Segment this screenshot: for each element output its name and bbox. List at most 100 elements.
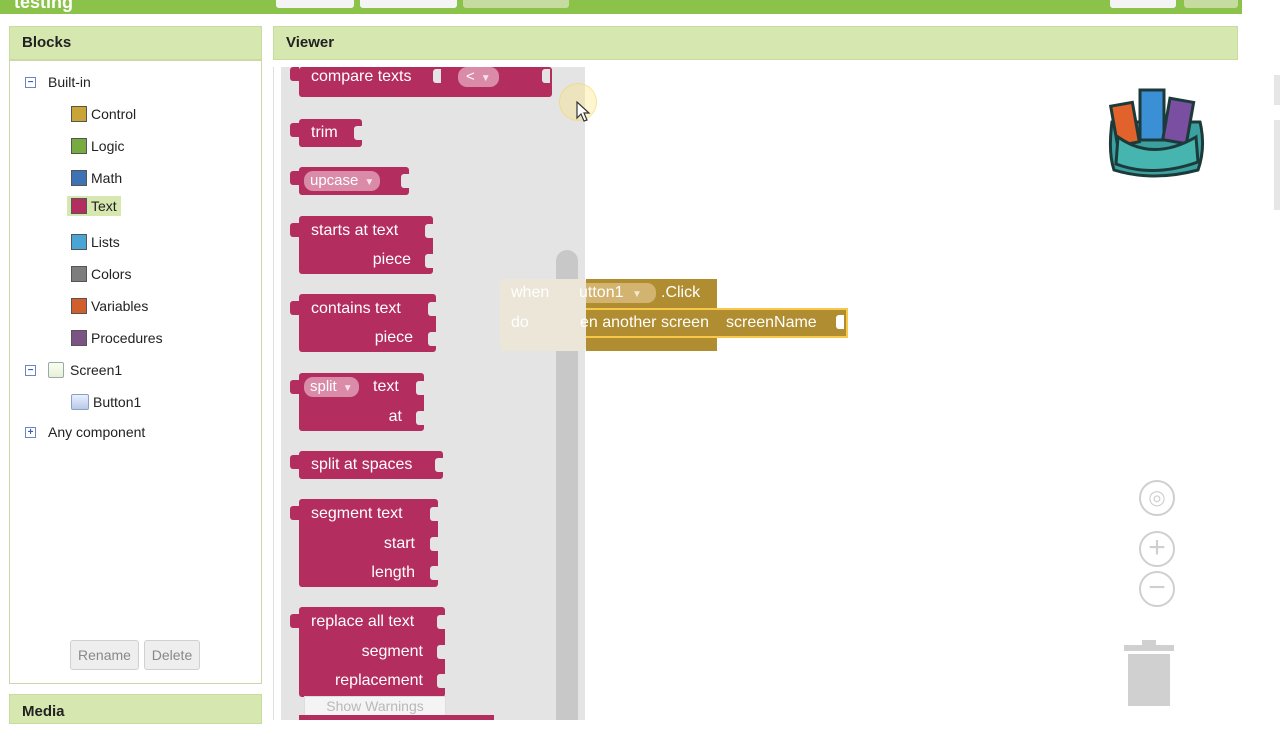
event-when-label: when — [511, 284, 550, 301]
tree-item-control[interactable]: Control — [71, 106, 136, 122]
tree-item-label: Text — [91, 198, 117, 214]
media-panel-header: Media — [9, 694, 262, 724]
app-title: testing — [14, 0, 74, 12]
delete-button[interactable]: Delete — [144, 640, 200, 670]
split-dropdown[interactable]: split▼ — [304, 377, 359, 397]
tree-item-procedures[interactable]: Procedures — [71, 330, 163, 346]
compare-texts-block[interactable]: compare texts <▼ — [290, 67, 552, 97]
toolbar-button[interactable] — [1184, 0, 1238, 8]
viewer-header: Viewer — [273, 26, 1238, 60]
toolbar-button[interactable] — [276, 0, 354, 8]
block-arg-label: piece — [374, 329, 413, 346]
collapse-icon[interactable]: − — [25, 364, 36, 376]
control-swatch-icon — [71, 106, 87, 122]
toolbar-button[interactable] — [360, 0, 457, 8]
tree-item-colors[interactable]: Colors — [71, 266, 131, 282]
procedures-swatch-icon — [71, 330, 87, 346]
flyout-scrollbar[interactable] — [556, 250, 578, 720]
variables-swatch-icon — [71, 298, 87, 314]
block-arg-label: replacement — [334, 672, 423, 689]
dropdown-arrow-icon: ▼ — [480, 73, 491, 84]
top-bar-green — [0, 0, 1242, 14]
collapse-icon[interactable]: − — [25, 76, 36, 88]
tree-button1[interactable]: Button1 — [71, 394, 141, 410]
block-label: contains text — [311, 300, 401, 317]
event-name-label: .Click — [661, 284, 701, 301]
proc-label: en another screen — [580, 314, 709, 331]
blocks-panel: − Built-in Control Logic Math Text Lists… — [9, 60, 262, 684]
tree-item-label: Variables — [91, 298, 149, 314]
split-at-spaces-block[interactable]: split at spaces — [290, 451, 443, 479]
toolbar-button[interactable] — [463, 0, 569, 8]
block-arg-label: length — [371, 564, 415, 581]
tree-item-label: Colors — [91, 266, 132, 282]
block-label: trim — [311, 124, 338, 141]
backpack-icon[interactable] — [1098, 82, 1208, 182]
screen-icon — [48, 362, 64, 378]
blocks-panel-header: Blocks — [9, 26, 262, 60]
tree-screen1[interactable]: − Screen1 — [25, 362, 122, 378]
block-arg-label: segment — [361, 643, 423, 660]
tree-builtin[interactable]: − Built-in — [25, 74, 91, 90]
colors-swatch-icon — [71, 266, 87, 282]
block-label: starts at text — [311, 222, 399, 239]
text-swatch-icon — [71, 198, 87, 214]
replace-all-block[interactable]: replace all text segment replacement — [290, 607, 445, 697]
tree-item-variables[interactable]: Variables — [71, 298, 148, 314]
logic-swatch-icon — [71, 138, 87, 154]
proc-param-label: screenName — [726, 314, 817, 331]
tree-button1-label: Button1 — [93, 394, 142, 410]
tree-item-math[interactable]: Math — [71, 170, 122, 186]
page-right-edge — [1242, 0, 1280, 720]
toolbar-button[interactable] — [1110, 0, 1176, 8]
contains-block[interactable]: contains text piece — [290, 294, 436, 352]
rename-button[interactable]: Rename — [70, 640, 139, 670]
tree-any-component[interactable]: + Any component — [25, 424, 145, 440]
top-bar: testing — [0, 0, 1280, 14]
expand-icon[interactable]: + — [25, 426, 36, 438]
button-component-icon — [71, 394, 89, 410]
tree-item-label: Math — [91, 170, 123, 186]
zoom-in-icon[interactable]: + — [1139, 531, 1175, 567]
event-block-ghost: when do — [500, 279, 586, 351]
tree-screen1-label: Screen1 — [70, 362, 123, 378]
block-label: segment text — [311, 505, 403, 522]
dropdown-arrow-icon: ▼ — [631, 289, 642, 300]
recenter-icon[interactable]: ◎ — [1139, 480, 1175, 516]
upcase-dropdown[interactable]: upcase▼ — [304, 171, 381, 191]
dropdown-arrow-icon: ▼ — [342, 383, 353, 394]
block-edge — [299, 715, 494, 720]
segment-block[interactable]: segment text start length — [290, 499, 438, 587]
event-do-label: do — [511, 314, 529, 331]
split-block[interactable]: split▼ text at — [290, 373, 424, 431]
mouse-pointer-icon — [576, 101, 591, 122]
tree-item-text[interactable]: Text — [67, 196, 121, 216]
dropdown-arrow-icon: ▼ — [364, 177, 375, 188]
open-another-screen-block[interactable]: en another screen screenName — [580, 308, 848, 338]
block-arg-label: text — [373, 378, 399, 395]
zoom-out-icon[interactable]: − — [1139, 571, 1175, 607]
block-arg-label: piece — [372, 251, 411, 268]
media-panel-title: Media — [22, 703, 65, 720]
trash-icon[interactable] — [1124, 640, 1174, 706]
viewer-title: Viewer — [286, 34, 335, 51]
tree-item-logic[interactable]: Logic — [71, 138, 124, 154]
proc-socket — [836, 315, 844, 329]
block-label: split at spaces — [311, 456, 413, 473]
trim-block[interactable]: trim — [290, 119, 362, 147]
tree-any-component-label: Any component — [48, 424, 146, 440]
compare-operator-dropdown[interactable]: <▼ — [458, 67, 499, 87]
component-dropdown[interactable]: utton1 ▼ — [579, 283, 656, 303]
tree-item-label: Control — [91, 106, 137, 122]
tree-builtin-label: Built-in — [48, 74, 91, 90]
tree-item-label: Logic — [91, 138, 125, 154]
block-label: compare texts — [311, 68, 412, 85]
math-swatch-icon — [71, 170, 87, 186]
show-warnings-button[interactable]: Show Warnings — [304, 696, 446, 716]
tree-item-lists[interactable]: Lists — [71, 234, 120, 250]
upcase-block[interactable]: upcase▼ — [290, 167, 409, 195]
block-arg-label: at — [388, 408, 402, 425]
starts-at-block[interactable]: starts at text piece — [290, 216, 433, 274]
blocks-panel-title: Blocks — [22, 34, 72, 51]
block-label: replace all text — [311, 613, 415, 630]
